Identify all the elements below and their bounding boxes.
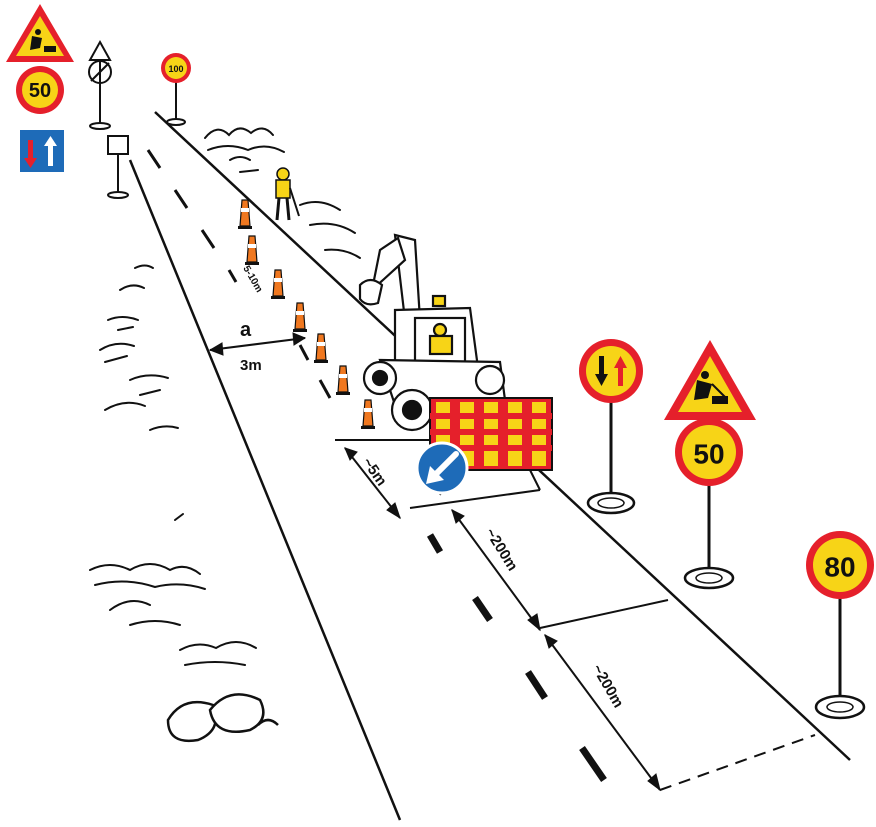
traffic-cone: [238, 200, 252, 229]
end-of-restriction-sign: [89, 42, 111, 129]
priority-oncoming-sign-top: [20, 130, 64, 172]
speed-limit-value: 50: [29, 80, 51, 102]
speed-limit-value: 80: [824, 552, 855, 583]
dimension-a-label: a: [240, 319, 252, 341]
dimension-width-label: 3m: [240, 357, 262, 374]
priority-oncoming-sign: [579, 339, 643, 513]
centre-line-near: [430, 535, 604, 780]
speed-limit-sign-top: 50: [16, 66, 64, 114]
speed-limit-sign-80: 80: [806, 531, 874, 718]
traffic-cone: [271, 270, 285, 299]
distance-200m-label-2: ~200m: [589, 662, 627, 711]
road-worker: [276, 168, 299, 220]
traffic-cone: [245, 236, 259, 265]
traffic-cones: [238, 200, 375, 429]
speed-limit-sign-far: 100: [161, 53, 191, 125]
roadwork-warning-sign-top: [6, 4, 74, 62]
plate-sign-post: [108, 136, 128, 198]
rocks: [168, 694, 278, 740]
speed-limit-value: 100: [168, 64, 183, 74]
keep-left-arrow-icon: [417, 443, 467, 493]
traffic-cone: [336, 366, 350, 395]
traffic-cone: [293, 303, 307, 332]
speed-limit-sign-near: 50: [675, 418, 743, 486]
speed-limit-value: 50: [693, 439, 724, 470]
traffic-cone: [361, 400, 375, 429]
cone-spacing-label: 5-10m: [240, 264, 264, 295]
roadside-vegetation: [90, 128, 360, 665]
traffic-cone: [314, 334, 328, 363]
distance-200m-label-1: ~200m: [482, 525, 521, 574]
